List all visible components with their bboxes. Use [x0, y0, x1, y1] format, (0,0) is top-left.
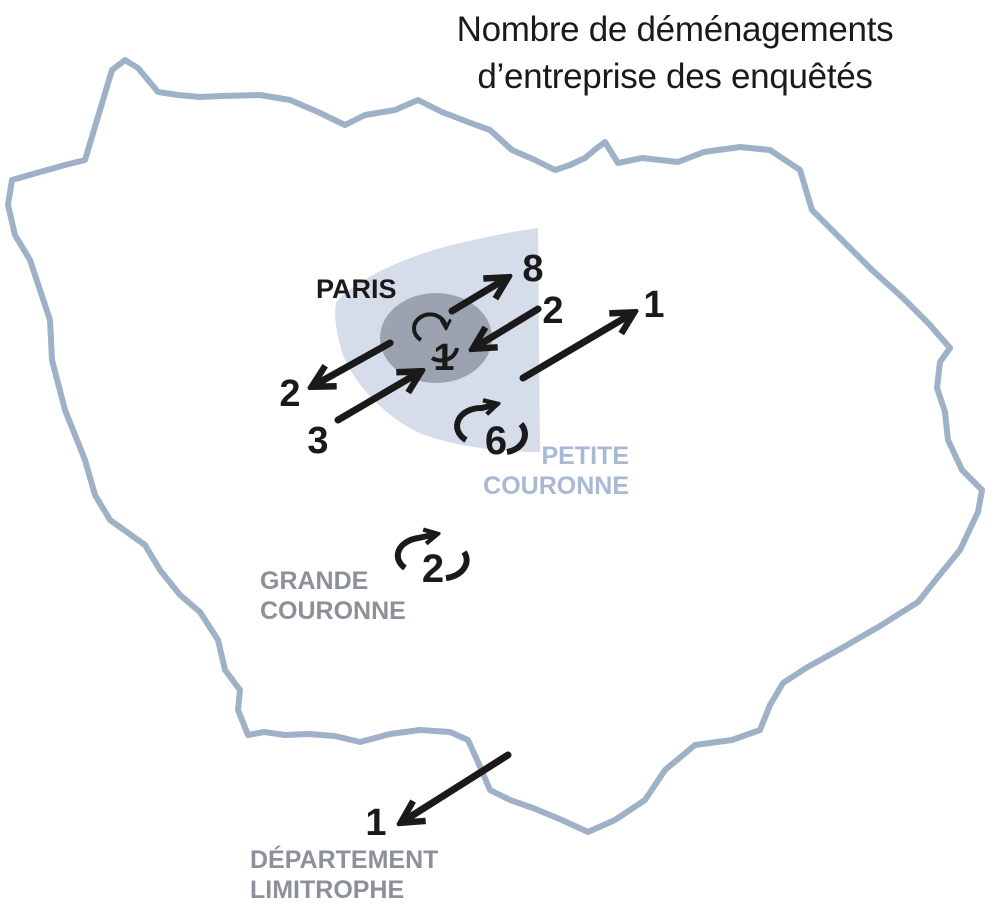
map-title-line2: d’entreprise des enquêtés: [477, 57, 873, 96]
zone-label-grande-couronne-line2: COURONNE: [260, 597, 406, 625]
paris-area: [380, 293, 492, 383]
zone-label-departement-limitrophe-line1: DÉPARTEMENT: [250, 845, 438, 874]
zone-label-petite-couronne-line1: PETITE: [541, 442, 629, 470]
flow-count-petite-couronne-north-east: 1: [643, 284, 664, 326]
region-outline: [5, 57, 985, 835]
flow-count-into-paris-from-east: 2: [542, 290, 563, 332]
circular-arrow-icon-paris: [412, 312, 459, 363]
circular-arrow-icon-grande-couronne: [394, 534, 470, 581]
zone-label-paris: PARIS: [316, 274, 397, 304]
zone-label-petite-couronne-line2: COURONNE: [483, 472, 629, 500]
flow-arrow-to-departement-limitrophe: [402, 751, 512, 822]
flow-count-paris-west: 2: [279, 373, 300, 415]
flow-count-paris-north-east: 8: [522, 248, 543, 290]
flow-arrow-paris-west: [313, 339, 394, 386]
flow-arrow-into-paris-from-east: [474, 305, 542, 348]
map-title: Nombre de déménagements d’entreprise des…: [380, 6, 970, 100]
flow-arrow-paris-north-east: [448, 278, 507, 315]
circular-arrow-icon-petite-couronne: [454, 404, 528, 455]
flow-count-into-paris-from-south-west: 3: [307, 420, 328, 462]
map-title-line1: Nombre de déménagements: [456, 10, 894, 49]
flow-count-departement-limitrophe: 1: [365, 802, 386, 844]
flow-count-petite-couronne-internal: 6: [485, 419, 507, 463]
flow-count-paris-internal: 1: [433, 337, 454, 379]
flow-arrow-into-paris-from-south-west: [334, 372, 420, 424]
flow-arrow-petite-couronne-north-east: [519, 313, 633, 382]
flow-count-grande-couronne-internal: 2: [422, 547, 444, 591]
zone-label-departement-limitrophe-line2: LIMITROPHE: [250, 876, 404, 904]
zone-label-grande-couronne-line1: GRANDE: [260, 567, 368, 595]
